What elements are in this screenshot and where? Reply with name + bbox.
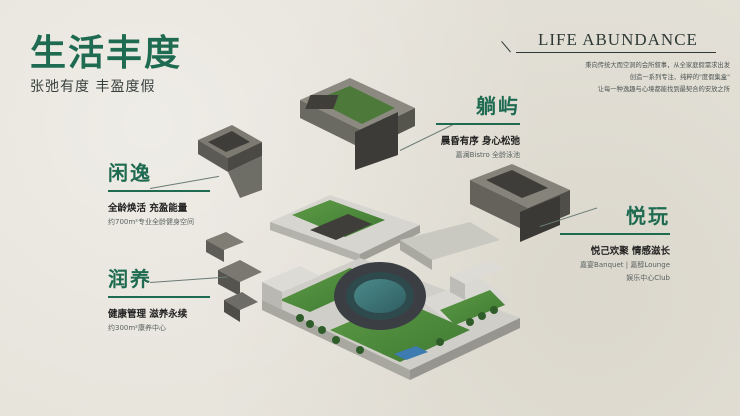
zone-yuewan-sub2: 娱乐中心Club bbox=[626, 274, 670, 282]
zone-xianyi-sub: 约700m²专业全龄健身空间 bbox=[108, 218, 194, 226]
zone-tangyu: 躺屿 晨昏有序 身心松弛 嘉澜Bistro 全龄泳池 bbox=[424, 90, 520, 160]
zone-xianyi: 闲逸 全龄焕活 充盈能量 约700m²专业全龄健身空间 bbox=[108, 157, 210, 227]
intro-text: 秉向传统大而空洞的会所叙事，从全家庭假需求出发 创造一系列专注、纯粹的"度假集盒… bbox=[540, 60, 730, 96]
yuewan-floor-block bbox=[470, 164, 570, 242]
zone-runyang-main: 健康管理 滋养永续 bbox=[108, 309, 188, 320]
zone-xianyi-underline bbox=[108, 190, 210, 192]
zone-runyang-underline bbox=[108, 296, 210, 298]
zone-runyang-sub: 约300m²康养中心 bbox=[108, 324, 166, 332]
english-title-underline bbox=[516, 52, 716, 53]
zone-yuewan: 悦玩 悦己欢聚 情感滋长 嘉宴Banquet | 嘉醇Lounge 娱乐中心Cl… bbox=[560, 200, 670, 283]
zone-yuewan-underline bbox=[560, 233, 670, 235]
base-site bbox=[262, 258, 520, 380]
zone-tangyu-title: 躺屿 bbox=[476, 94, 520, 118]
pool bbox=[394, 346, 428, 360]
zone-runyang: 润养 健康管理 滋养永续 约300m²康养中心 bbox=[108, 263, 210, 333]
zone-xianyi-main: 全龄焕活 充盈能量 bbox=[108, 203, 188, 214]
zone-tangyu-underline bbox=[436, 123, 520, 125]
english-title: LIFE ABUNDANCE bbox=[538, 30, 698, 49]
runyang-floor-block bbox=[206, 232, 262, 322]
intro-line-3: 让每一种逸趣与心境都能找到最契合的安放之所 bbox=[597, 86, 730, 93]
page-title: 生活丰度 bbox=[30, 32, 183, 74]
zone-tangyu-sub: 嘉澜Bistro 全龄泳池 bbox=[455, 151, 520, 159]
xianyi-floor-block bbox=[198, 125, 262, 198]
zone-runyang-title: 润养 bbox=[108, 267, 152, 291]
zone-xianyi-title: 闲逸 bbox=[108, 161, 152, 185]
middle-courtyard-slab bbox=[270, 195, 500, 270]
intro-line-1: 秉向传统大而空洞的会所叙事，从全家庭假需求出发 bbox=[585, 62, 730, 69]
zone-yuewan-title: 悦玩 bbox=[626, 204, 670, 228]
intro-line-2: 创造一系列专注、纯粹的"度假集盒" bbox=[629, 74, 730, 81]
page-subtitle: 张弛有度 丰盈度假 bbox=[30, 79, 156, 95]
zone-tangyu-main: 晨昏有序 身心松弛 bbox=[440, 136, 520, 147]
zone-yuewan-main: 悦己欢聚 情感滋长 bbox=[590, 246, 670, 257]
zone-yuewan-sub1: 嘉宴Banquet | 嘉醇Lounge bbox=[580, 261, 670, 269]
tangyu-floor-block bbox=[300, 78, 415, 170]
